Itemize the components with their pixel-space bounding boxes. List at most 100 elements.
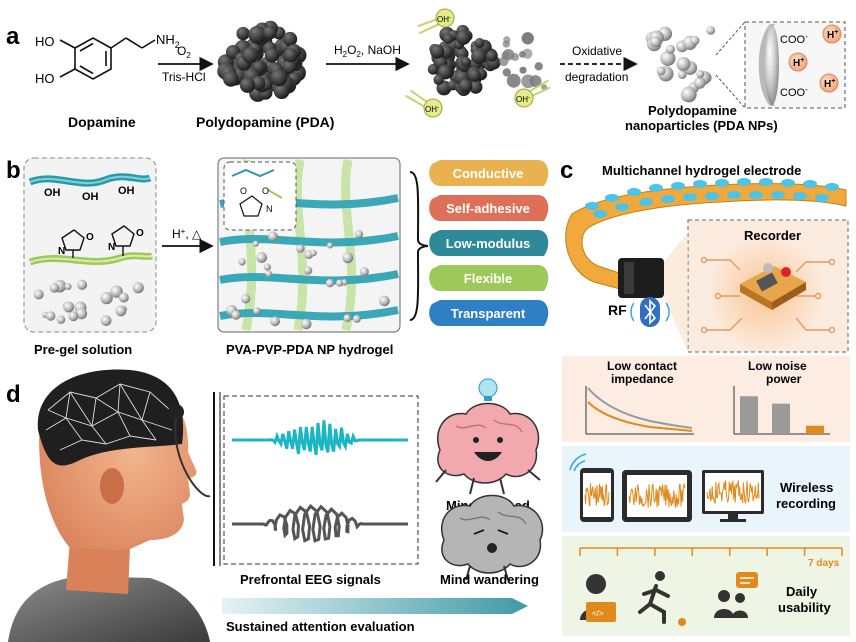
recorder-label: Recorder [744,228,801,243]
noise-bar [806,425,824,434]
panel-b-letter: b [6,157,21,184]
oh-radical-label-3: OH- [516,95,530,104]
brain-mesh [37,369,184,466]
wandering-label: Mind wandering [440,572,539,587]
gelation-label: H+, △ [172,227,202,241]
o2-label: O2 [177,44,191,60]
hydrogel-label: PVA-PVP-PDA NP hydrogel [226,342,393,357]
property-pill-low-modulus: Low-modulus [429,230,549,256]
pcb-chip [740,263,806,310]
wireless-label-1: Wireless [780,480,833,495]
pvp-n-1: N [58,246,65,257]
hydrogen-bond-inset [223,161,297,231]
noise-bar [772,403,790,434]
eeg-wandering-trace [232,503,408,543]
forehead-electrode [168,404,184,420]
wireless-label-2: recording [776,496,836,511]
h2o2-label: H2O2, NaOH [334,43,401,59]
impedance-title-2: impedance [611,372,674,386]
running-icon [638,571,670,624]
brain-focused-icon [435,378,541,495]
monitor-icon [702,470,764,522]
impedance-title-1: Low contact [607,359,677,373]
eeg-label: Prefrontal EEG signals [240,572,381,587]
noise-title-2: power [766,372,802,386]
phone-icon [580,468,614,522]
property-pill-conductive: Conductive [429,160,549,186]
led-red-icon [781,267,791,277]
pvp-rings [61,225,135,258]
ho-label-top: HO [35,34,55,49]
coo-label-bottom: COO- [780,85,808,99]
svg-text:Conductive: Conductive [453,166,524,181]
laptop-user-icon: </> [580,574,616,622]
pvp-o-2: O [136,228,144,239]
pregel-nanoparticles [33,279,144,326]
svg-text:Transparent: Transparent [451,306,526,321]
noise-title-1: Low noise [748,359,807,373]
daily-label-2: usability [778,600,832,615]
days-label: 7 days [808,558,840,569]
pda-label: Polydopamine (PDA) [196,114,334,130]
nh2-label: NH2 [156,32,180,50]
impedance-curve-low [587,401,693,432]
property-list: ConductiveSelf-adhesiveLow-modulusFlexib… [429,160,549,326]
wifi-icon [569,453,587,471]
rf-label: RF [608,302,627,318]
impedance-chart [585,386,694,435]
tris-label: Tris-HCl [162,70,206,84]
circuit-traces [700,256,836,334]
degradation-label: degradation [565,70,628,84]
bluetooth-icon [640,297,660,327]
dopamine-label: Dopamine [68,114,136,130]
sustained-label: Sustained attention evaluation [226,619,415,634]
electrode-title: Multichannel hydrogel electrode [602,163,801,178]
pvp-o-1: O [86,232,94,243]
timeline-ticks [579,548,843,556]
nps-label-line1: Polydopamine [648,103,737,118]
daily-label-1: Daily [786,584,818,599]
oxidative-label: Oxidative [572,44,622,58]
hydrogen-bond-structure [231,168,283,217]
head-illustration [8,369,211,642]
svg-text:Low-modulus: Low-modulus [446,236,531,251]
pva-oh-1: OH [44,187,61,199]
nps-label-line2: nanoparticles (PDA NPs) [625,118,778,133]
electrode-pads [585,178,839,218]
inset-o-2: O [262,186,269,196]
performance-box [562,356,850,442]
signal-wave-icon-left [630,302,635,322]
inset-o-1: O [240,186,247,196]
eeg-focused-trace [232,420,408,456]
pda-nanoparticles [645,25,716,103]
impedance-curve-high [587,387,693,429]
noise-bar [740,396,758,434]
pda-cluster [217,20,307,102]
coo-label-top: COO- [780,32,808,46]
lightbulb-icon [478,378,498,398]
eeg-box [223,395,419,565]
properties-brace [409,171,429,321]
property-pill-transparent: Transparent [429,300,549,326]
inset-n: N [266,204,273,214]
noise-chart [733,386,830,435]
property-pill-flexible: Flexible [429,265,549,291]
panel-c-letter: c [560,157,573,184]
pvp-n-2: N [108,242,115,253]
signal-wave-icon-right [665,302,670,322]
code-icon: </> [592,609,604,618]
dopamine-structure [59,37,156,80]
tablet-icon [622,470,692,522]
proton-label-2: H+ [793,57,804,69]
pva-oh-2: OH [82,191,99,203]
oh-radical-label-1: OH- [437,15,451,24]
degrading-cluster [427,24,548,97]
proton-2 [788,52,808,72]
property-pill-self-adhesive: Self-adhesive [429,195,549,221]
proton-label-1: H+ [827,29,838,41]
ho-label-bottom: HO [35,71,55,86]
ball-icon [678,618,686,626]
pregel-label: Pre-gel solution [34,342,132,357]
